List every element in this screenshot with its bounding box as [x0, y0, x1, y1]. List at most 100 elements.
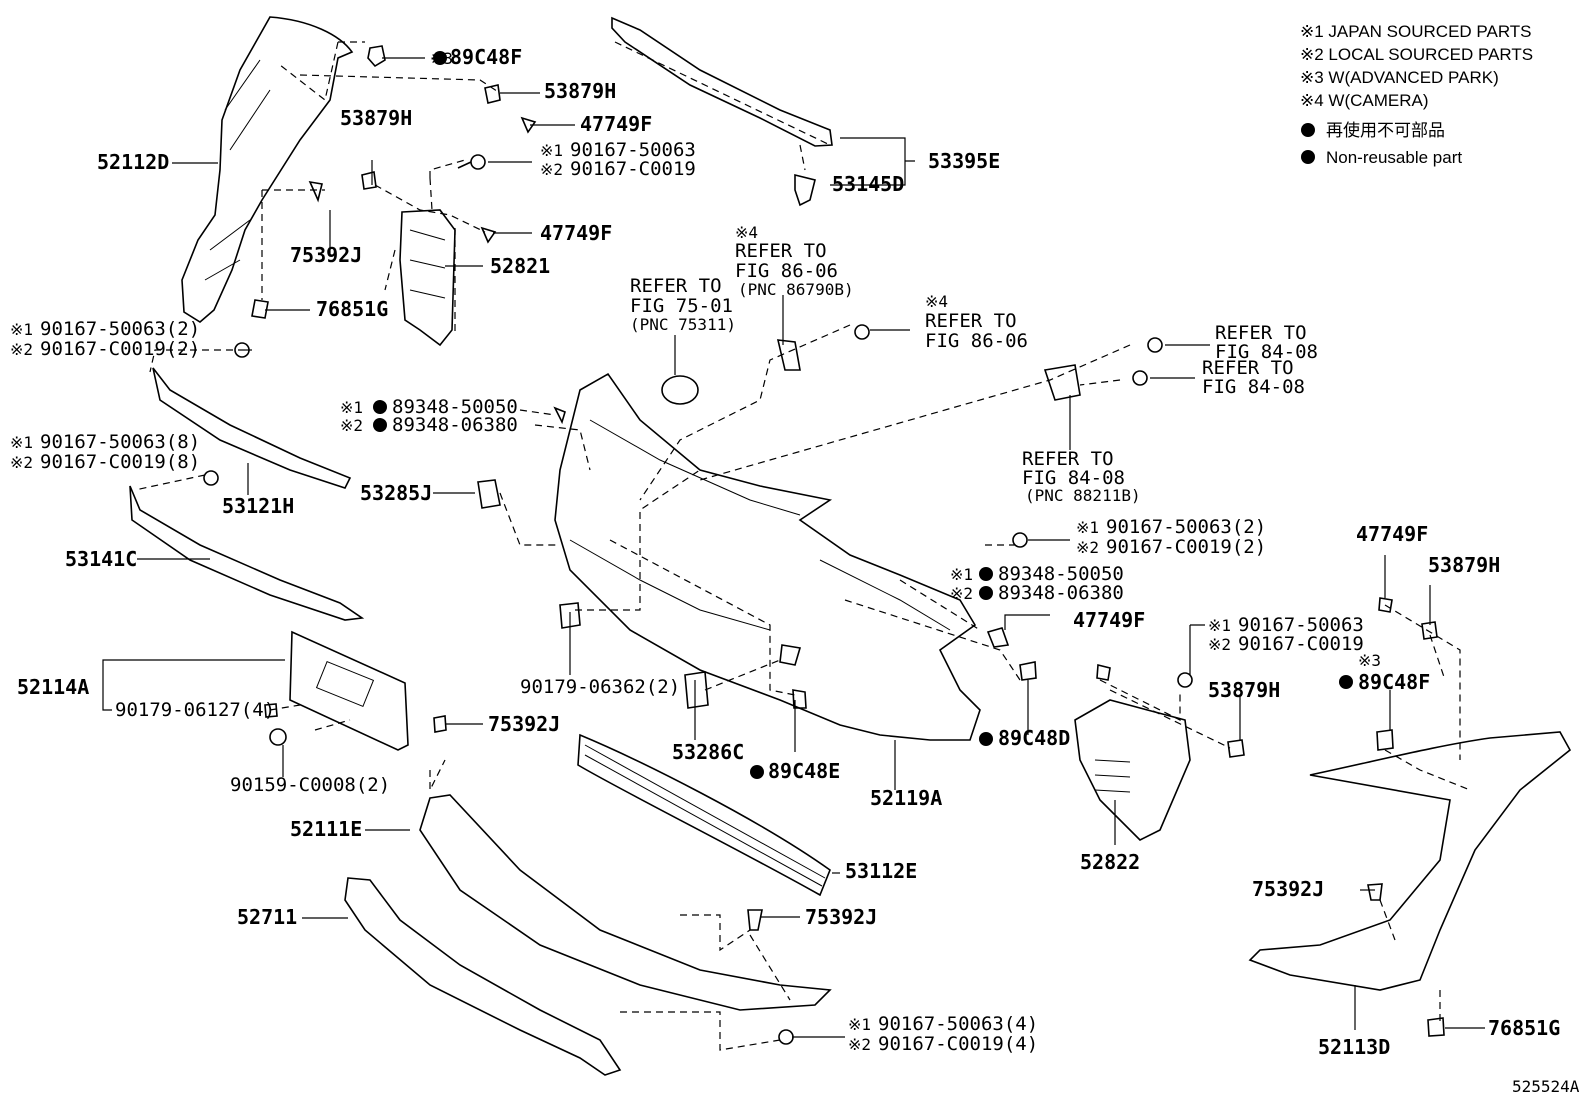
label-90167-c0019-4: 90167-C0019(4) [878, 1033, 1038, 1055]
screw-head-icon [778, 1029, 794, 1045]
legend-advanced-park: ※3 W(ADVANCED PARK) [1300, 68, 1499, 87]
screw-head-icon [470, 154, 486, 170]
mark-1: ※1 [1208, 616, 1231, 635]
label-90167-c0019-2: 90167-C0019(2) [40, 338, 200, 360]
clip-53145d [794, 173, 816, 207]
clip-icon [361, 171, 377, 190]
label-53112e: 53112E [845, 859, 917, 883]
non-reusable-dot-icon [750, 765, 764, 779]
clip-icon [1376, 729, 1394, 751]
screw-head-icon [269, 728, 287, 746]
label-90167-c0019-2: 90167-C0019(2) [1106, 536, 1266, 558]
label-90167-50063-8: 90167-50063(8) [40, 431, 200, 453]
label-90167-50063-2: 90167-50063(2) [40, 318, 200, 340]
label-53879h: 53879H [1428, 553, 1500, 577]
nut-icon [520, 116, 537, 134]
nut-icon [559, 602, 581, 629]
clip-icon [367, 45, 386, 68]
label-89c48f: 89C48F [1358, 670, 1430, 694]
legend-non-reusable-jp: 再使用不可部品 [1326, 120, 1445, 140]
mark-2: ※2 [848, 1035, 871, 1054]
label-52711: 52711 [237, 905, 297, 929]
bumper-lower-molding [129, 485, 365, 621]
fender-liner-right [1248, 731, 1572, 991]
mark-1: ※1 [10, 433, 33, 452]
mark-2: ※2 [1208, 635, 1231, 654]
non-reusable-dot-icon [373, 400, 387, 414]
refer-to-text: REFER TO [735, 240, 827, 262]
clip-icon [779, 644, 802, 666]
label-53285j: 53285J [360, 481, 432, 505]
fasteners [203, 45, 1445, 1045]
part-labels: ※3 89C48F 53879H 47749F 53879H ※1 90167-… [10, 45, 1580, 1096]
clip-icon [433, 715, 447, 733]
label-90179-06127: 90179-06127(4) [115, 699, 275, 721]
fig-75-01: FIG 75-01 [630, 295, 733, 317]
emblem-mount [661, 375, 699, 405]
fender-liner-ribs [204, 59, 271, 281]
bumper-cover [554, 372, 981, 741]
mark-2: ※2 [10, 453, 33, 472]
mark-4: ※4 [735, 223, 758, 242]
refer-to-text: REFER TO [1202, 357, 1294, 379]
legend: ※1 JAPAN SOURCED PARTS ※2 LOCAL SOURCED … [1300, 22, 1533, 167]
nut-icon [480, 226, 497, 244]
fig-84-08: FIG 84-08 [1022, 467, 1125, 489]
mark-1: ※1 [10, 320, 33, 339]
bumper-side-bracket-right [1074, 699, 1191, 841]
cover-53286c [684, 671, 709, 709]
label-53879h: 53879H [544, 79, 616, 103]
label-47749f: 47749F [580, 112, 652, 136]
screw-head-icon [234, 342, 250, 358]
label-52821: 52821 [490, 254, 550, 278]
legend-local-sourced: ※2 LOCAL SOURCED PARTS [1300, 45, 1533, 64]
label-53121h: 53121H [222, 494, 294, 518]
label-53286c: 53286C [672, 740, 744, 764]
label-89c48d: 89C48D [998, 726, 1070, 750]
mark-1: ※1 [1076, 518, 1099, 537]
refer-to-text: REFER TO [925, 310, 1017, 332]
label-52822: 52822 [1080, 850, 1140, 874]
pnc-86790b: (PNC 86790B) [738, 280, 854, 299]
clip-icon [986, 627, 1010, 648]
label-52114a: 52114A [17, 675, 89, 699]
label-76851g: 76851G [1488, 1016, 1560, 1040]
label-75392j: 75392J [1252, 877, 1324, 901]
sensor-bracket [1043, 364, 1081, 401]
mark-1: ※1 [848, 1015, 871, 1034]
pnc-75311: (PNC 75311) [630, 315, 736, 334]
screw-head-icon [1177, 672, 1193, 688]
clip-icon [251, 299, 269, 319]
label-53879h: 53879H [1208, 678, 1280, 702]
fender-liner-left [181, 16, 354, 323]
label-90167-c0019-8: 90167-C0019(8) [40, 451, 200, 473]
label-89348-06380: 89348-06380 [998, 582, 1124, 604]
label-75392j: 75392J [805, 905, 877, 929]
label-89c48e: 89C48E [768, 759, 840, 783]
screw-head-icon [1012, 532, 1028, 548]
refer-to-text: REFER TO [630, 275, 722, 297]
mark-1: ※1 [950, 565, 973, 584]
cover-53285j [477, 479, 501, 509]
mark-4: ※4 [925, 292, 948, 311]
clip-icon [747, 909, 763, 931]
label-90159-c0008: 90159-C0008(2) [230, 774, 390, 796]
mark-3: ※3 [430, 49, 453, 68]
clip-icon [1227, 739, 1245, 758]
license-plate-bracket [289, 630, 409, 751]
fig-86-06: FIG 86-06 [735, 260, 838, 282]
non-reusable-dot-icon [373, 418, 387, 432]
label-52111e: 52111E [290, 817, 362, 841]
label-90167-c0019: 90167-C0019 [570, 158, 696, 180]
clip-icon [1421, 621, 1438, 640]
fig-84-08: FIG 84-08 [1215, 341, 1318, 363]
screw-head-icon [1132, 370, 1148, 386]
non-reusable-dot-icon [979, 586, 993, 600]
non-reusable-dot-icon [979, 567, 993, 581]
screw-head-icon [203, 470, 219, 486]
label-76851g: 76851G [316, 297, 388, 321]
label-89348-06380: 89348-06380 [392, 414, 518, 436]
fig-84-08: FIG 84-08 [1202, 376, 1305, 398]
label-47749f: 47749F [1356, 522, 1428, 546]
